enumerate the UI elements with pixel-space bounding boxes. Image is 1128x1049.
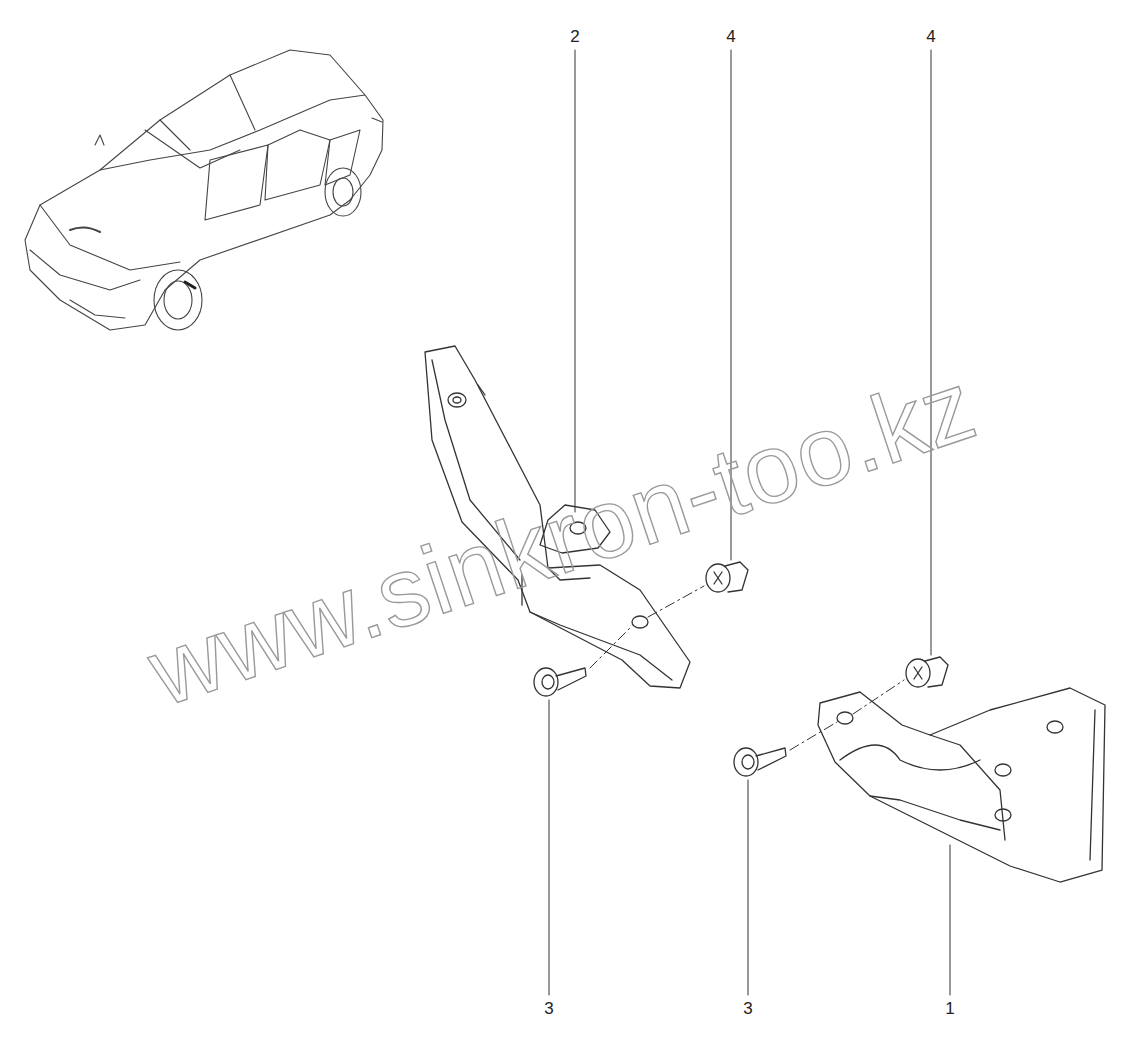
callout-number: 3 [544, 1000, 553, 1017]
watermark: www.sinkron-too.kz [138, 355, 987, 722]
callout-number: 2 [570, 28, 579, 45]
callout-number: 4 [726, 28, 735, 45]
screw [734, 748, 786, 776]
car-sketch [25, 50, 383, 330]
screw [534, 668, 586, 696]
push-clip [706, 562, 748, 592]
assembly-axis [590, 586, 904, 750]
mudflap-part [818, 688, 1105, 882]
callout-number: 3 [743, 1000, 752, 1017]
callout-number: 4 [926, 28, 935, 45]
callout-number: 1 [945, 1000, 954, 1017]
push-clip [906, 657, 948, 687]
